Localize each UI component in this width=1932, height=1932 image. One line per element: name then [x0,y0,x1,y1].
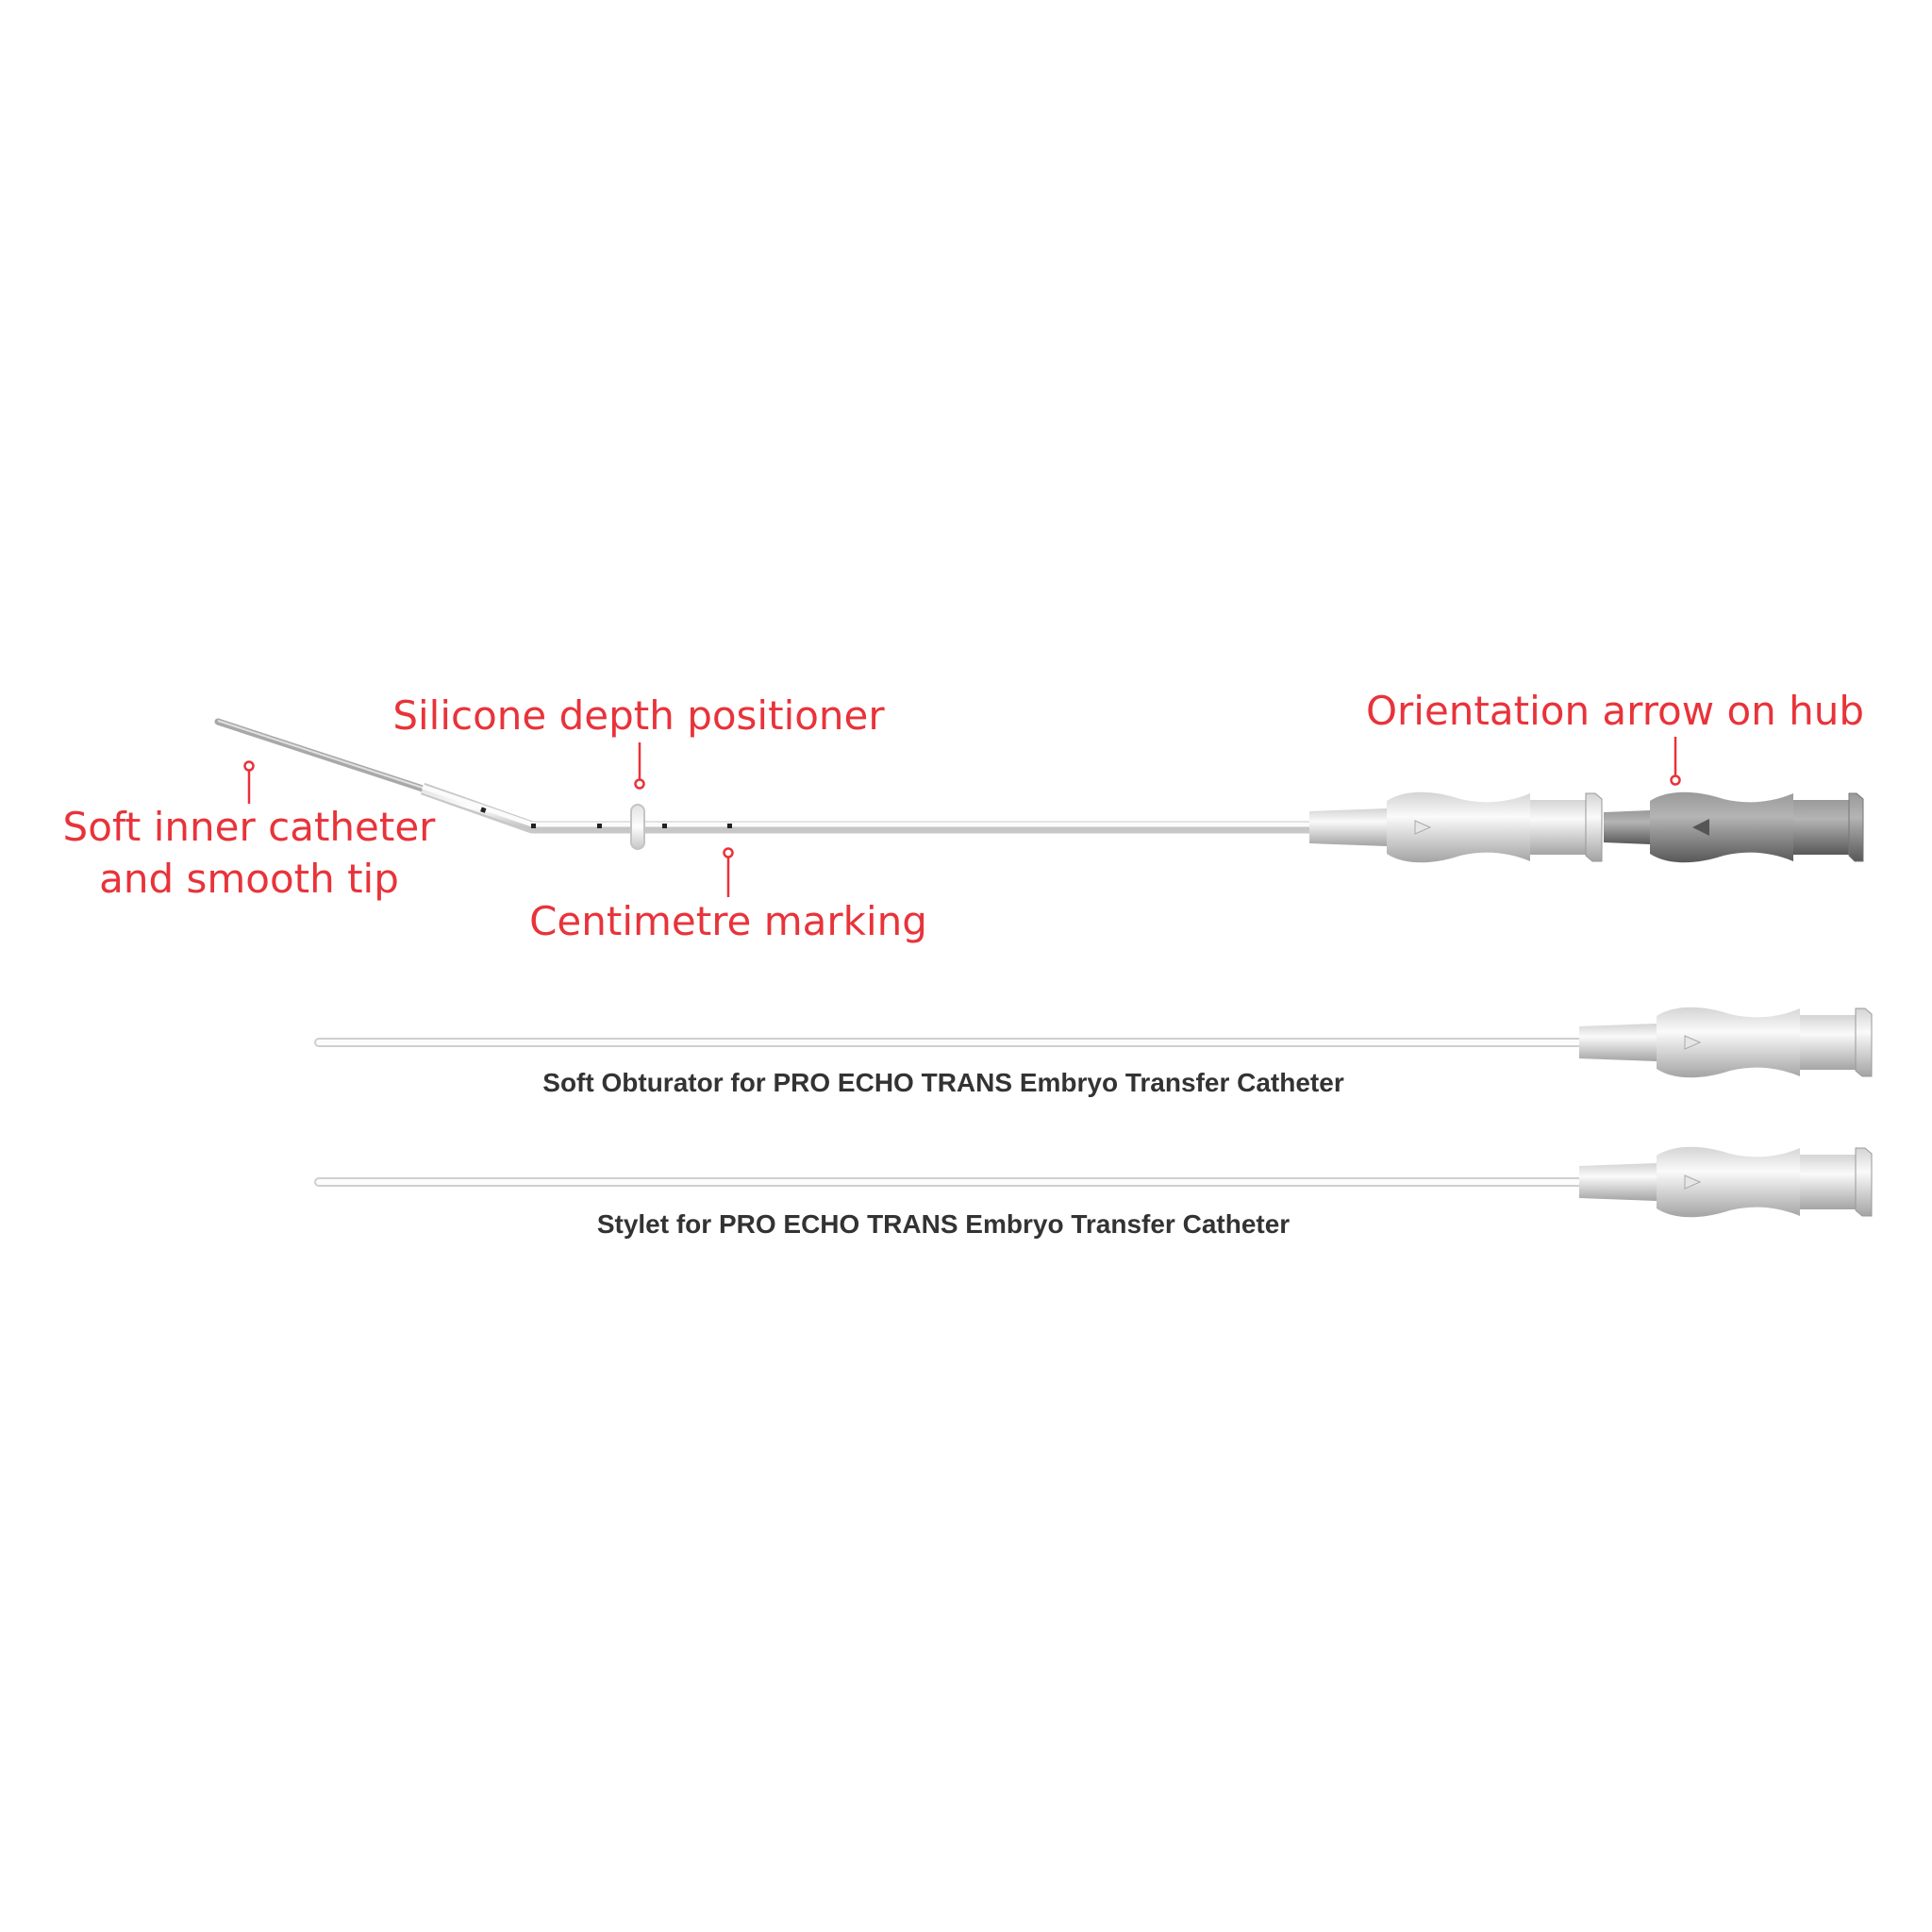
catheter-hub-light [1308,791,1603,863]
label-silicone-depth-positioner: Silicone depth positioner [392,692,885,739]
label-orientation-arrow: Orientation arrow on hub [1366,688,1864,734]
caption-obturator: Soft Obturator for PRO ECHO TRANS Embryo… [542,1068,1344,1097]
outer-catheter-shaft [420,782,1311,834]
silicone-depth-positioner [630,804,645,850]
label-soft-tip-line1: Soft inner catheter [63,804,437,850]
label-soft-tip-line2: and smooth tip [99,856,399,902]
caption-stylet: Stylet for PRO ECHO TRANS Embryo Transfe… [597,1209,1290,1239]
soft-obturator [314,1007,1873,1078]
centimetre-markings [480,807,732,828]
embryo-transfer-catheter [214,718,1864,863]
label-centimetre-marking: Centimetre marking [529,898,927,944]
stylet [314,1146,1873,1218]
catheter-hub-orientation-arrow [1603,791,1864,863]
leader-lines [243,737,1681,897]
